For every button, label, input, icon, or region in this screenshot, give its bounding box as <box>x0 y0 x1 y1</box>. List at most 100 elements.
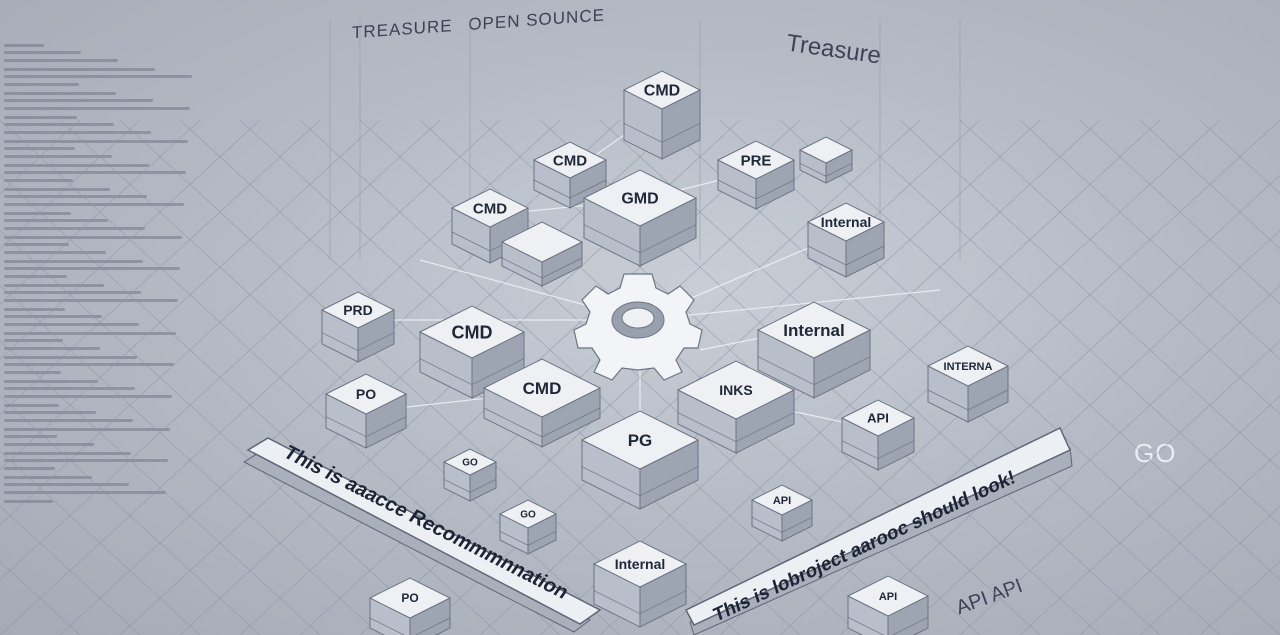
block-label: CMD <box>644 83 680 100</box>
block-internal: Internal <box>756 301 872 399</box>
code-line <box>4 332 176 335</box>
block-internal: Internal <box>806 202 886 278</box>
block-cmd: CMD <box>482 358 602 448</box>
block-label: PRE <box>741 152 772 169</box>
block-api: API <box>750 484 814 542</box>
block-label: API <box>867 411 889 426</box>
code-line <box>4 267 180 270</box>
code-line <box>4 155 112 158</box>
code-line <box>4 179 73 182</box>
code-line <box>4 236 182 239</box>
block-gmd: GMD <box>582 169 698 267</box>
code-line <box>4 435 57 438</box>
block-label: GO <box>520 510 536 521</box>
code-line <box>4 459 168 462</box>
code-line <box>4 356 137 359</box>
code-line <box>4 195 147 198</box>
code-line <box>4 363 174 366</box>
block-go: GO <box>498 499 558 555</box>
code-line <box>4 428 170 431</box>
block-label: API <box>879 591 897 603</box>
block-go: GO <box>442 448 498 502</box>
code-line <box>4 75 192 78</box>
block-file <box>500 221 584 287</box>
block-label: Internal <box>783 321 844 340</box>
code-line <box>4 387 135 390</box>
code-line <box>4 339 63 342</box>
code-line <box>4 308 65 311</box>
code-line <box>4 171 186 174</box>
block-internal: Internal <box>592 540 688 628</box>
gear-icon <box>573 273 703 381</box>
block-label: INTERNA <box>944 361 993 373</box>
block-pre: PRE <box>716 140 796 210</box>
block-label: Internal <box>615 556 666 572</box>
code-line <box>4 411 96 414</box>
block-cmd: CMD <box>622 70 702 160</box>
block-api: API <box>840 399 916 471</box>
code-line <box>4 500 53 503</box>
block-label: CMD <box>553 152 587 169</box>
code-line <box>4 116 77 119</box>
code-line <box>4 347 100 350</box>
block-prd: PRD <box>320 291 396 363</box>
code-line <box>4 284 104 287</box>
block-label: API <box>773 495 791 507</box>
code-line <box>4 419 133 422</box>
code-line <box>4 251 106 254</box>
code-line <box>4 107 190 110</box>
code-line <box>4 219 108 222</box>
code-line <box>4 164 149 167</box>
code-line <box>4 404 59 407</box>
block-label: Internal <box>821 214 872 230</box>
code-line <box>4 371 61 374</box>
block-pg: PG <box>580 410 700 510</box>
block-label: GO <box>462 458 478 469</box>
code-line <box>4 203 184 206</box>
code-line <box>4 131 151 134</box>
code-line <box>4 140 188 143</box>
code-line <box>4 212 71 215</box>
code-line <box>4 83 79 86</box>
code-line <box>4 299 178 302</box>
code-line <box>4 380 98 383</box>
code-line <box>4 68 155 71</box>
code-line <box>4 323 139 326</box>
block-label: CMD <box>452 322 493 342</box>
block-label: CMD <box>523 379 562 398</box>
block-po: PO <box>324 373 408 449</box>
code-line <box>4 188 110 191</box>
code-line <box>4 443 94 446</box>
code-line <box>4 147 75 150</box>
block-label: INKS <box>719 382 752 398</box>
code-line <box>4 92 116 95</box>
code-line <box>4 452 131 455</box>
code-line <box>4 99 153 102</box>
code-line <box>4 51 81 54</box>
code-line <box>4 483 129 486</box>
block-small <box>798 136 854 184</box>
code-line <box>4 227 145 230</box>
block-label: CMD <box>473 200 507 217</box>
code-line <box>4 260 143 263</box>
code-line <box>4 243 69 246</box>
block-label: PG <box>628 431 653 450</box>
code-line <box>4 59 118 62</box>
code-line <box>4 395 172 398</box>
code-line <box>4 476 92 479</box>
code-line <box>4 491 166 494</box>
code-line <box>4 44 44 47</box>
code-line <box>4 275 67 278</box>
block-label: PO <box>401 591 418 605</box>
block-inks: INKS <box>676 360 796 454</box>
block-label: PO <box>356 386 376 402</box>
block-api: API <box>846 575 930 635</box>
code-line <box>4 315 102 318</box>
code-line <box>4 123 114 126</box>
block-cmd: CMD <box>532 141 608 209</box>
block-cmd: CMD <box>418 305 526 399</box>
block-label: GMD <box>621 191 658 208</box>
block-label: PRD <box>343 302 373 318</box>
code-line <box>4 467 55 470</box>
